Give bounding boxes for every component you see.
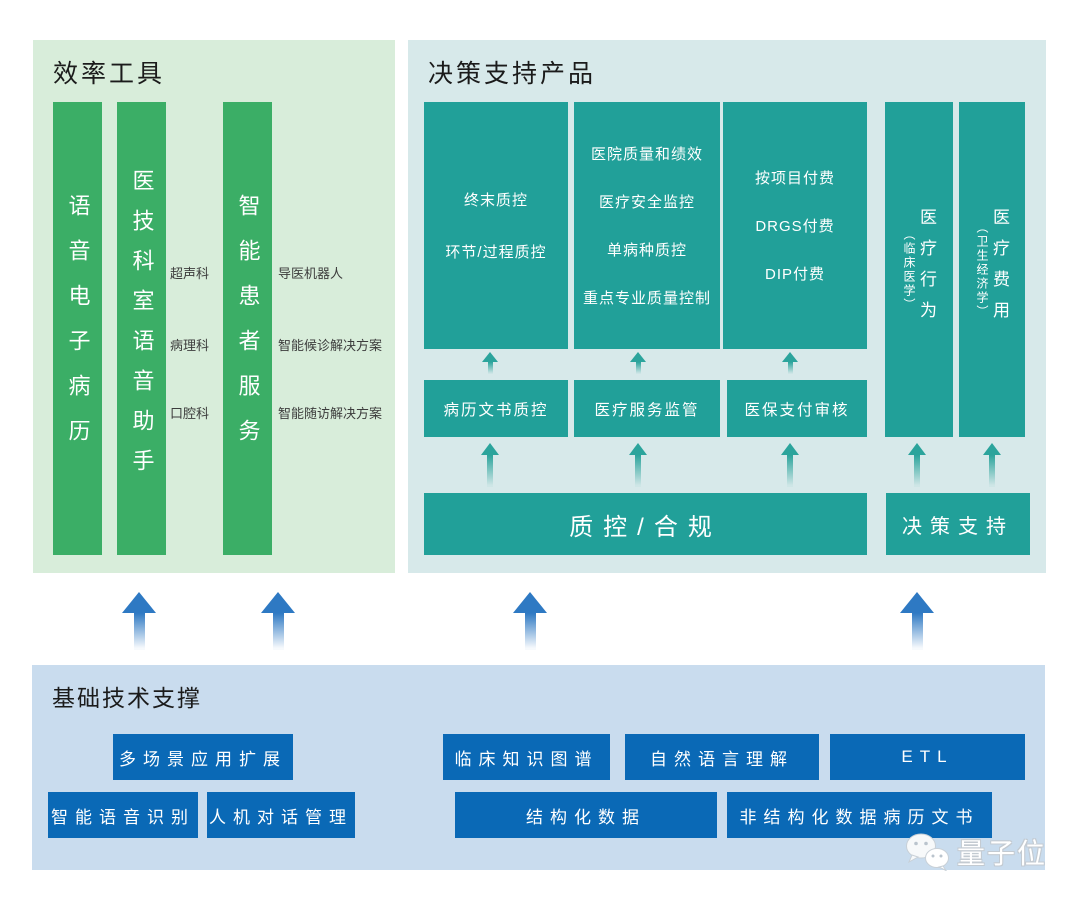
foundation-tech-panel: 基础技术支撑 多场景应用扩展 临床知识图谱 自然语言理解 ETL 智能语音识别 … [32,665,1045,870]
efficiency-panel-title: 效率工具 [53,60,166,88]
payment-line: DIP付费 [764,266,825,283]
hospital-quality-line: 医院质量和绩效 [590,146,703,163]
medical-cost-label: 医疗费用 [990,207,1009,332]
efficiency-tools-panel: 效率工具 语音电子病历 医技科室语音助手 超声科 病理科 口腔科 智能患者服务 … [33,40,395,573]
voice-emr-label: 语音电子病历 [65,193,91,464]
decision-support-panel: 决策支持产品 终末质控 环节/过程质控 医院质量和绩效 医疗安全监控 单病种质控… [408,40,1046,573]
decision-support-band: 决策支持 [886,493,1030,555]
wechat-icon [906,833,949,871]
insurance-payment-audit-box: 医保支付审核 [727,380,867,437]
medtech-voice-assistant-label: 医技科室语音助手 [129,168,155,489]
up-arrow-icon [781,443,799,487]
medical-service-supervision-box: 医疗服务监管 [574,380,720,437]
service-label-guide-robot: 导医机器人 [278,266,344,281]
quality-control-line: 终末质控 [463,192,528,209]
smart-patient-service-bar: 智能患者服务 [223,102,272,555]
unstructured-data-button: 非结构化数据病历文书 [727,792,992,838]
service-label-waiting-solution: 智能候诊解决方案 [278,338,383,353]
voice-emr-bar: 语音电子病历 [53,102,102,555]
up-arrow-icon [481,443,499,487]
hospital-quality-line: 重点专业质量控制 [582,290,711,307]
up-arrow-icon [513,592,547,650]
up-arrow-icon [630,352,646,374]
medical-cost-bar: （卫生经济学） 医疗费用 [959,102,1025,437]
qc-compliance-band: 质控/合规 [424,493,867,555]
up-arrow-icon [983,443,1001,487]
dialog-management-button: 人机对话管理 [207,792,355,838]
clinical-knowledge-graph-button: 临床知识图谱 [443,734,610,780]
hospital-quality-line: 医疗安全监控 [598,194,695,211]
speech-recognition-button: 智能语音识别 [48,792,198,838]
payment-box: 按项目付费 DRGS付费 DIP付费 [723,102,867,349]
decision-panel-title: 决策支持产品 [428,60,597,88]
structured-data-button: 结构化数据 [455,792,717,838]
up-arrow-icon [908,443,926,487]
up-arrow-icon [900,592,934,650]
dept-label-pathology: 病理科 [170,338,210,353]
up-arrow-icon [482,352,498,374]
dept-label-dental: 口腔科 [170,406,210,421]
etl-button: ETL [830,734,1025,780]
hospital-quality-line: 单病种质控 [606,242,687,259]
smart-patient-service-label: 智能患者服务 [235,193,261,464]
medical-behavior-bar: （临床医学） 医疗行为 [885,102,953,437]
payment-line: 按项目付费 [754,170,835,187]
medical-cost-note: （卫生经济学） [975,220,989,319]
foundation-panel-title: 基础技术支撑 [52,685,202,711]
watermark: 量子位 [903,832,1047,872]
service-label-followup-solution: 智能随访解决方案 [278,406,383,421]
medical-behavior-note: （临床医学） [902,227,916,312]
watermark-label: 量子位 [957,838,1048,869]
medical-record-qc-box: 病历文书质控 [424,380,568,437]
quality-control-line: 环节/过程质控 [445,244,547,261]
quality-control-box: 终末质控 环节/过程质控 [424,102,568,349]
up-arrow-icon [629,443,647,487]
medtech-voice-assistant-bar: 医技科室语音助手 [117,102,166,555]
up-arrow-icon [782,352,798,374]
nlu-button: 自然语言理解 [625,734,819,780]
up-arrow-icon [122,592,156,650]
dept-label-ultrasound: 超声科 [170,266,210,281]
multi-scenario-extension-button: 多场景应用扩展 [113,734,293,780]
medical-behavior-label: 医疗行为 [917,207,936,332]
payment-line: DRGS付费 [755,218,835,235]
hospital-quality-box: 医院质量和绩效 医疗安全监控 单病种质控 重点专业质量控制 [574,102,720,349]
up-arrow-icon [261,592,295,650]
